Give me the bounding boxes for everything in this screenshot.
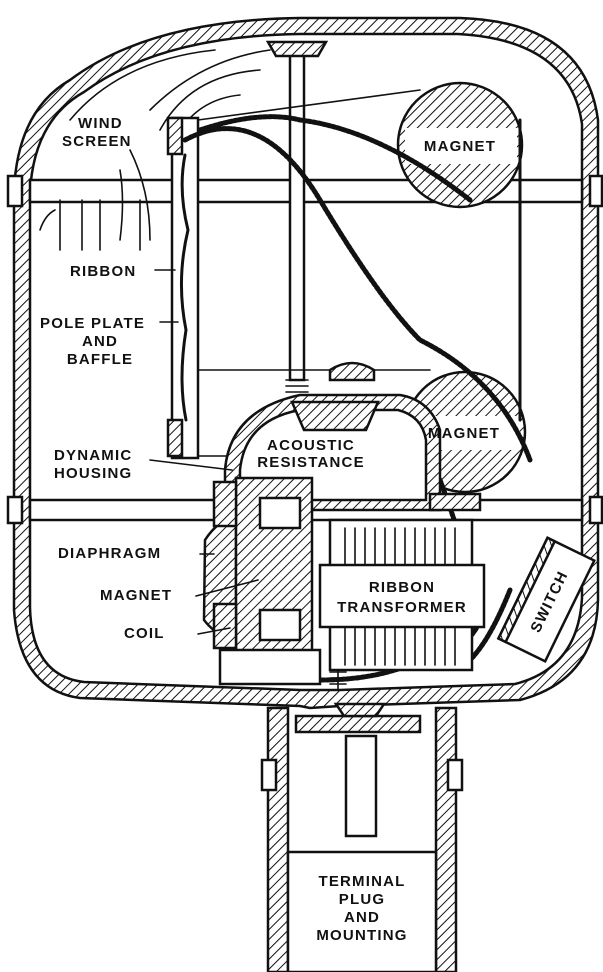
pole-plate-baffle xyxy=(166,89,431,460)
label-magnet-top: MAGNET xyxy=(424,138,496,155)
label-terminal-3: AND xyxy=(344,909,380,926)
text-labels: WIND SCREEN MAGNET RIBBON POLE PLATE AND… xyxy=(40,115,572,944)
stem xyxy=(260,702,464,972)
dynamic-unit xyxy=(202,476,322,686)
label-acoustic-resistance-2: RESISTANCE xyxy=(257,454,365,471)
label-wind-screen-2: SCREEN xyxy=(62,133,132,150)
label-terminal-2: PLUG xyxy=(339,891,385,908)
label-diaphragm: DIAPHRAGM xyxy=(58,545,161,562)
shell-clamps xyxy=(6,174,603,525)
support-rod xyxy=(265,40,329,393)
leader-lines xyxy=(149,269,259,635)
label-magnet-mid: MAGNET xyxy=(428,425,500,442)
label-acoustic-resistance-1: ACOUSTIC xyxy=(267,437,355,454)
label-ribbon-transformer-1: RIBBON xyxy=(369,579,435,596)
label-ribbon-transformer-2: TRANSFORMER xyxy=(337,599,467,616)
label-ribbon: RIBBON xyxy=(70,263,136,280)
label-wind-screen-1: WIND xyxy=(78,115,123,132)
label-coil: COIL xyxy=(124,625,165,642)
switch-unit xyxy=(496,536,596,663)
label-terminal-4: MOUNTING xyxy=(316,927,407,944)
ribbon-transformer xyxy=(318,518,486,691)
label-pole-plate-1: POLE PLATE xyxy=(40,315,145,332)
label-pole-plate-3: BAFFLE xyxy=(67,351,133,368)
label-pole-plate-2: AND xyxy=(82,333,118,350)
label-magnet-low: MAGNET xyxy=(100,587,172,604)
label-dynamic-housing-1: DYNAMIC xyxy=(54,447,132,464)
label-dynamic-housing-2: HOUSING xyxy=(54,465,132,482)
label-terminal-1: TERMINAL xyxy=(318,873,405,890)
